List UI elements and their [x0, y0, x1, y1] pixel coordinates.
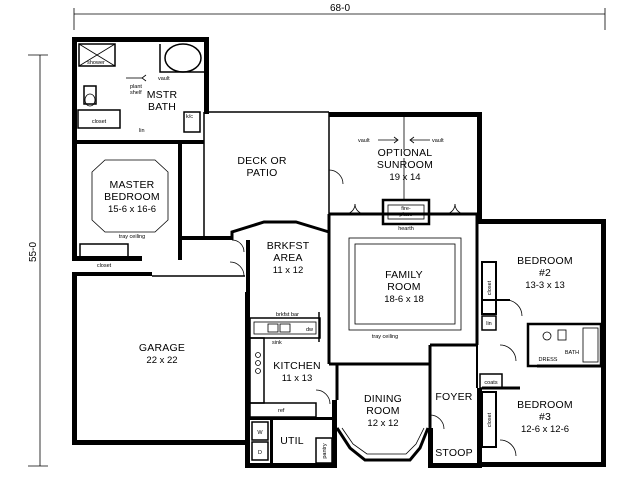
deck-label-2: PATIO [247, 167, 278, 179]
room-garage: GARAGE 22 x 22 [139, 342, 185, 366]
room-master-bath: MSTR BATH [147, 89, 178, 113]
dress-label: DRESS [539, 357, 558, 363]
interior-walls [77, 43, 606, 464]
sink-label: sink [272, 340, 282, 346]
bedroom2-label-2: #2 [539, 267, 551, 279]
dimension-lines [28, 8, 606, 467]
dw-label: dw [306, 327, 313, 333]
lin-label-bath: lin [139, 128, 145, 134]
plant-shelf-label-2: shelf [130, 90, 142, 96]
deck-label-1: DECK OR [237, 155, 286, 167]
bedroom3-label-1: BEDROOM [517, 399, 573, 411]
plant-shelf-label-1: plant [130, 84, 142, 90]
room-dining: DINING ROOM 12 x 12 [364, 393, 402, 429]
fireplace-label-2: place [399, 212, 412, 218]
garage-size: 22 x 22 [146, 355, 177, 366]
family-label-2: ROOM [387, 281, 420, 293]
closet-label-master: closet [97, 263, 112, 269]
washer-label: W [257, 430, 263, 436]
brkfst-label-1: BRKFST [267, 240, 310, 252]
sunroom-label-2: SUNROOM [377, 159, 433, 171]
dining-label-1: DINING [364, 393, 402, 405]
brkfst-size: 11 x 12 [273, 265, 303, 276]
kc-label: k/c [186, 114, 193, 120]
foyer-label: FOYER [435, 391, 472, 403]
vault-label-sun-left: vault [358, 138, 370, 144]
master-bath-label-1: MSTR [147, 89, 178, 101]
brkfst-bar-label: brkfst bar [276, 312, 299, 318]
vault-label-sun-right: vault [432, 138, 444, 144]
room-brkfst: BRKFST AREA 11 x 12 [267, 240, 310, 276]
room-master-bedroom: MASTER BEDROOM 15-6 x 16-6 [104, 179, 160, 215]
room-kitchen: KITCHEN 11 x 13 [273, 360, 321, 384]
closet-label-bath: closet [92, 119, 107, 125]
closet-label-bed2: closet [487, 280, 493, 295]
depth-dimension: 55-0 [28, 242, 39, 262]
vault-label-bath: vault [158, 76, 170, 82]
sunroom-label-1: OPTIONAL [378, 147, 433, 159]
room-family: FAMILY ROOM 18-6 x 18 [384, 269, 424, 305]
closet-label-bed3: closet [487, 412, 493, 427]
room-util: UTIL [280, 435, 304, 447]
bedroom2-label-1: BEDROOM [517, 255, 573, 267]
room-bedroom2: BEDROOM #2 13-3 x 13 [517, 255, 573, 291]
master-bath-label-2: BATH [148, 101, 176, 113]
master-bedroom-label-1: MASTER [110, 179, 155, 191]
dining-size: 12 x 12 [367, 418, 398, 429]
brkfst-label-2: AREA [273, 252, 302, 264]
kitchen-size: 11 x 13 [282, 373, 312, 384]
tray-ceiling-label-family: tray ceiling [372, 334, 398, 340]
width-dimension: 68-0 [330, 3, 350, 14]
dryer-label: D [258, 450, 262, 456]
sunroom-size: 19 x 14 [389, 172, 420, 183]
room-stoop: STOOP [435, 447, 473, 459]
exterior-walls [72, 37, 606, 468]
bedroom3-size: 12-6 x 12-6 [521, 424, 569, 435]
util-label: UTIL [280, 435, 304, 447]
master-bedroom-size: 15-6 x 16-6 [108, 204, 156, 215]
garage-label: GARAGE [139, 342, 185, 354]
room-deck: DECK OR PATIO [237, 155, 286, 179]
bath-label: BATH [565, 350, 579, 356]
master-bedroom-label-2: BEDROOM [104, 191, 160, 203]
stoop-label: STOOP [435, 447, 473, 459]
bedroom2-size: 13-3 x 13 [525, 280, 565, 291]
room-sunroom: OPTIONAL SUNROOM 19 x 14 [377, 147, 433, 183]
family-label-1: FAMILY [385, 269, 423, 281]
room-foyer: FOYER [435, 391, 472, 403]
bedroom3-label-2: #3 [539, 411, 551, 423]
room-bedroom3: BEDROOM #3 12-6 x 12-6 [517, 399, 573, 435]
shower-label: shower [87, 60, 105, 66]
kitchen-label: KITCHEN [273, 360, 321, 372]
fireplace-label-1: fire- [401, 206, 411, 212]
dining-label-2: ROOM [366, 405, 399, 417]
lin-label-hall: lin [486, 321, 492, 327]
hearth-label: hearth [398, 226, 414, 232]
coats-label: coats [484, 380, 497, 386]
ref-label: ref [278, 408, 285, 414]
pantry-label: pantry [322, 443, 328, 459]
annotations: shower vault plant shelf closet lin k/c … [87, 60, 579, 459]
tray-ceiling-label-master: tray ceiling [119, 234, 145, 240]
family-size: 18-6 x 18 [384, 294, 424, 305]
